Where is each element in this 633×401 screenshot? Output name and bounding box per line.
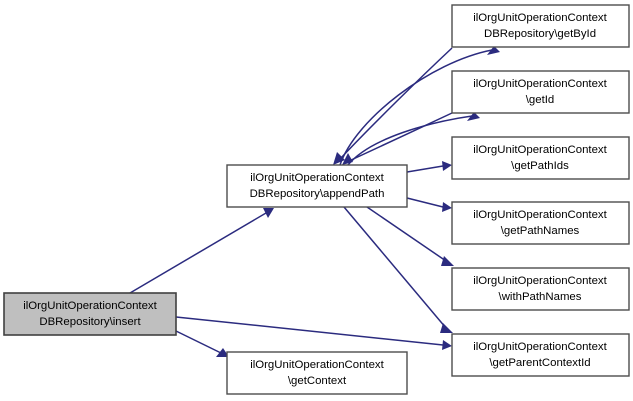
node-getId[interactable]: ilOrgUnitOperationContext \getId	[451, 70, 630, 114]
node-withPathNames-line2: \withPathNames	[499, 291, 582, 303]
node-getId-line1: ilOrgUnitOperationContext	[473, 78, 607, 90]
node-getById[interactable]: ilOrgUnitOperationContext DBRepository\g…	[451, 4, 630, 48]
node-getContext-line2: \getContext	[288, 375, 347, 387]
node-getParentContextId-line1: ilOrgUnitOperationContext	[473, 341, 607, 353]
arrowhead-icon	[442, 161, 452, 171]
node-getPathIds[interactable]: ilOrgUnitOperationContext \getPathIds	[451, 136, 630, 180]
edge-insert-to-getParentContextId	[175, 316, 452, 350]
node-getContext-box[interactable]	[226, 351, 408, 395]
edge-getId-to-appendPath	[342, 112, 453, 165]
node-appendPath-box[interactable]	[226, 164, 408, 208]
node-getPathIds-box[interactable]	[451, 136, 630, 180]
edge-appendPath-to-getParentContextId	[343, 206, 453, 333]
arrowhead-icon	[440, 323, 453, 333]
node-appendPath[interactable]: ilOrgUnitOperationContext DBRepository\a…	[226, 164, 408, 208]
node-getById-line2: DBRepository\getById	[484, 28, 596, 40]
node-getPathNames-line2: \getPathNames	[501, 225, 580, 237]
node-insert-line2: DBRepository\insert	[39, 316, 141, 328]
node-getById-box[interactable]	[451, 4, 630, 48]
edge-appendPath-to-getPathIds	[406, 161, 452, 173]
edge-appendPath-to-getById	[339, 46, 500, 166]
node-withPathNames-line1: ilOrgUnitOperationContext	[473, 275, 607, 287]
edge-insert-to-getContext	[175, 330, 229, 357]
edge-getById-to-appendPath	[333, 47, 453, 165]
node-getPathNames[interactable]: ilOrgUnitOperationContext \getPathNames	[451, 201, 630, 245]
node-appendPath-line1: ilOrgUnitOperationContext	[250, 172, 384, 184]
edge-appendPath-to-getId	[347, 112, 480, 166]
node-getById-line1: ilOrgUnitOperationContext	[473, 12, 607, 24]
node-withPathNames-box[interactable]	[451, 267, 630, 311]
node-getPathIds-line1: ilOrgUnitOperationContext	[473, 144, 607, 156]
arrowhead-icon	[442, 340, 452, 350]
arrowhead-icon	[487, 46, 500, 55]
node-getId-line2: \getId	[526, 94, 555, 106]
edge-insert-to-appendPath	[129, 208, 274, 294]
arrowhead-icon	[333, 152, 345, 165]
node-layer: ilOrgUnitOperationContext DBRepository\i…	[3, 4, 630, 395]
arrowhead-icon	[467, 112, 480, 121]
edge-appendPath-to-getPathNames	[406, 197, 452, 212]
node-withPathNames[interactable]: ilOrgUnitOperationContext \withPathNames	[451, 267, 630, 311]
arrowhead-icon	[342, 153, 353, 165]
node-getPathIds-line2: \getPathIds	[511, 160, 569, 172]
node-insert-line1: ilOrgUnitOperationContext	[23, 300, 157, 312]
node-getParentContextId-box[interactable]	[451, 333, 630, 377]
node-getParentContextId-line2: \getParentContextId	[489, 357, 590, 369]
node-getParentContextId[interactable]: ilOrgUnitOperationContext \getParentCont…	[451, 333, 630, 377]
edge-appendPath-to-withPathNames	[366, 206, 454, 266]
node-insert-box[interactable]	[3, 292, 177, 336]
arrowhead-icon	[442, 202, 452, 212]
edge-layer	[129, 46, 500, 357]
node-getId-box[interactable]	[451, 70, 630, 114]
arrowhead-icon	[216, 348, 229, 357]
node-getContext-line1: ilOrgUnitOperationContext	[250, 359, 384, 371]
node-getPathNames-line1: ilOrgUnitOperationContext	[473, 209, 607, 221]
arrowhead-icon	[263, 208, 274, 218]
node-getContext[interactable]: ilOrgUnitOperationContext \getContext	[226, 351, 408, 395]
arrowhead-icon	[441, 256, 454, 266]
node-getPathNames-box[interactable]	[451, 201, 630, 245]
node-insert[interactable]: ilOrgUnitOperationContext DBRepository\i…	[3, 292, 177, 336]
node-appendPath-line2: DBRepository\appendPath	[250, 188, 385, 200]
